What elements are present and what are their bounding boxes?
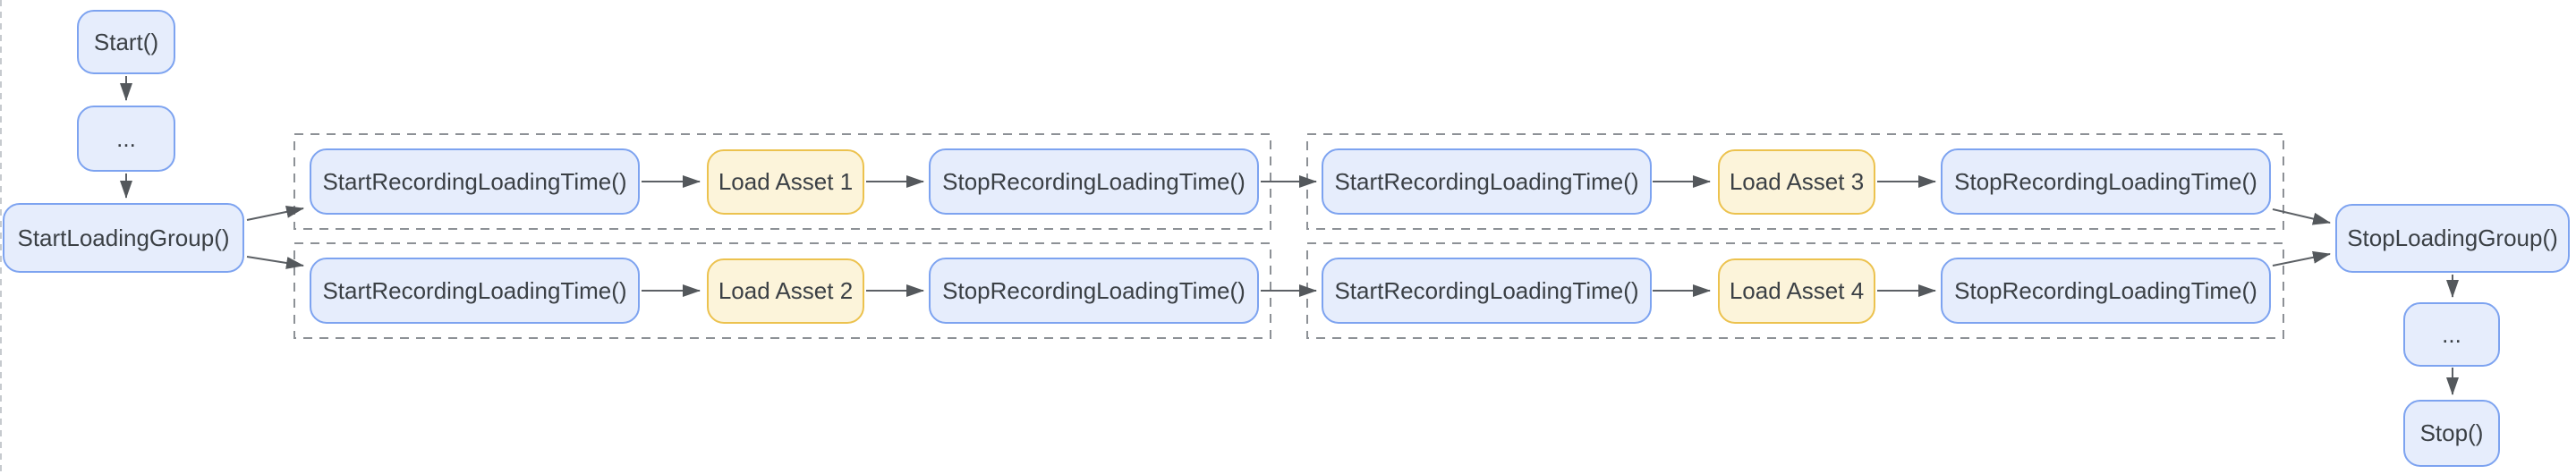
node-label-stop: Stop() bbox=[2419, 419, 2484, 446]
node-g1r2-stop-recording: StopRecordingLoadingTime() bbox=[929, 258, 1259, 324]
node-label-g1r2-start-recording: StartRecordingLoadingTime() bbox=[322, 276, 627, 304]
node-ellipsis-top: ... bbox=[77, 106, 175, 172]
node-g1r1-load-asset-1: Load Asset 1 bbox=[707, 149, 864, 215]
node-stop-loading-group: StopLoadingGroup() bbox=[2335, 204, 2570, 273]
node-g2r2-load-asset-4: Load Asset 4 bbox=[1718, 258, 1875, 324]
node-ellipsis-bottom: ... bbox=[2403, 302, 2500, 367]
node-label-g2r1-stop-recording: StopRecordingLoadingTime() bbox=[1954, 167, 2257, 195]
node-label-g1r1-stop-recording: StopRecordingLoadingTime() bbox=[942, 167, 1245, 195]
node-g1r2-start-recording: StartRecordingLoadingTime() bbox=[310, 258, 640, 324]
node-g2r2-start-recording: StartRecordingLoadingTime() bbox=[1322, 258, 1652, 324]
node-g1r1-start-recording: StartRecordingLoadingTime() bbox=[310, 148, 640, 215]
flow-arrow-start-loading-group-to-g1r2-start-recording bbox=[246, 256, 304, 269]
node-start: Start() bbox=[77, 10, 175, 74]
node-label-start: Start() bbox=[93, 28, 159, 55]
node-stop: Stop() bbox=[2403, 400, 2500, 467]
node-g1r1-stop-recording: StopRecordingLoadingTime() bbox=[929, 148, 1259, 215]
node-label-ellipsis-bottom: ... bbox=[2442, 320, 2461, 348]
node-g2r1-stop-recording: StopRecordingLoadingTime() bbox=[1941, 148, 2271, 215]
node-g2r1-load-asset-3: Load Asset 3 bbox=[1718, 149, 1875, 215]
node-label-g1r1-start-recording: StartRecordingLoadingTime() bbox=[322, 167, 627, 195]
node-label-g2r1-start-recording: StartRecordingLoadingTime() bbox=[1334, 167, 1639, 195]
node-g1r2-load-asset-2: Load Asset 2 bbox=[707, 258, 864, 324]
node-g2r1-start-recording: StartRecordingLoadingTime() bbox=[1322, 148, 1652, 215]
node-label-ellipsis-top: ... bbox=[116, 124, 136, 152]
node-label-g2r2-stop-recording: StopRecordingLoadingTime() bbox=[1954, 276, 2257, 304]
node-start-loading-group: StartLoadingGroup() bbox=[3, 203, 244, 273]
node-g2r2-stop-recording: StopRecordingLoadingTime() bbox=[1941, 258, 2271, 324]
flow-arrow-g2r2-stop-recording-to-stop-loading-group bbox=[2272, 250, 2331, 267]
node-label-start-loading-group: StartLoadingGroup() bbox=[17, 224, 230, 251]
node-label-g1r1-load-asset-1: Load Asset 1 bbox=[718, 168, 854, 195]
node-label-stop-loading-group: StopLoadingGroup() bbox=[2347, 224, 2558, 251]
flow-arrow-start-loading-group-to-g1r1-start-recording bbox=[246, 205, 304, 221]
node-label-g1r2-load-asset-2: Load Asset 2 bbox=[718, 277, 854, 304]
node-label-g2r2-load-asset-4: Load Asset 4 bbox=[1729, 277, 1865, 304]
flow-arrow-g2r1-stop-recording-to-stop-loading-group bbox=[2272, 208, 2331, 225]
node-label-g2r1-load-asset-3: Load Asset 3 bbox=[1729, 168, 1865, 195]
node-label-g1r2-stop-recording: StopRecordingLoadingTime() bbox=[942, 276, 1245, 304]
node-label-g2r2-start-recording: StartRecordingLoadingTime() bbox=[1334, 276, 1639, 304]
